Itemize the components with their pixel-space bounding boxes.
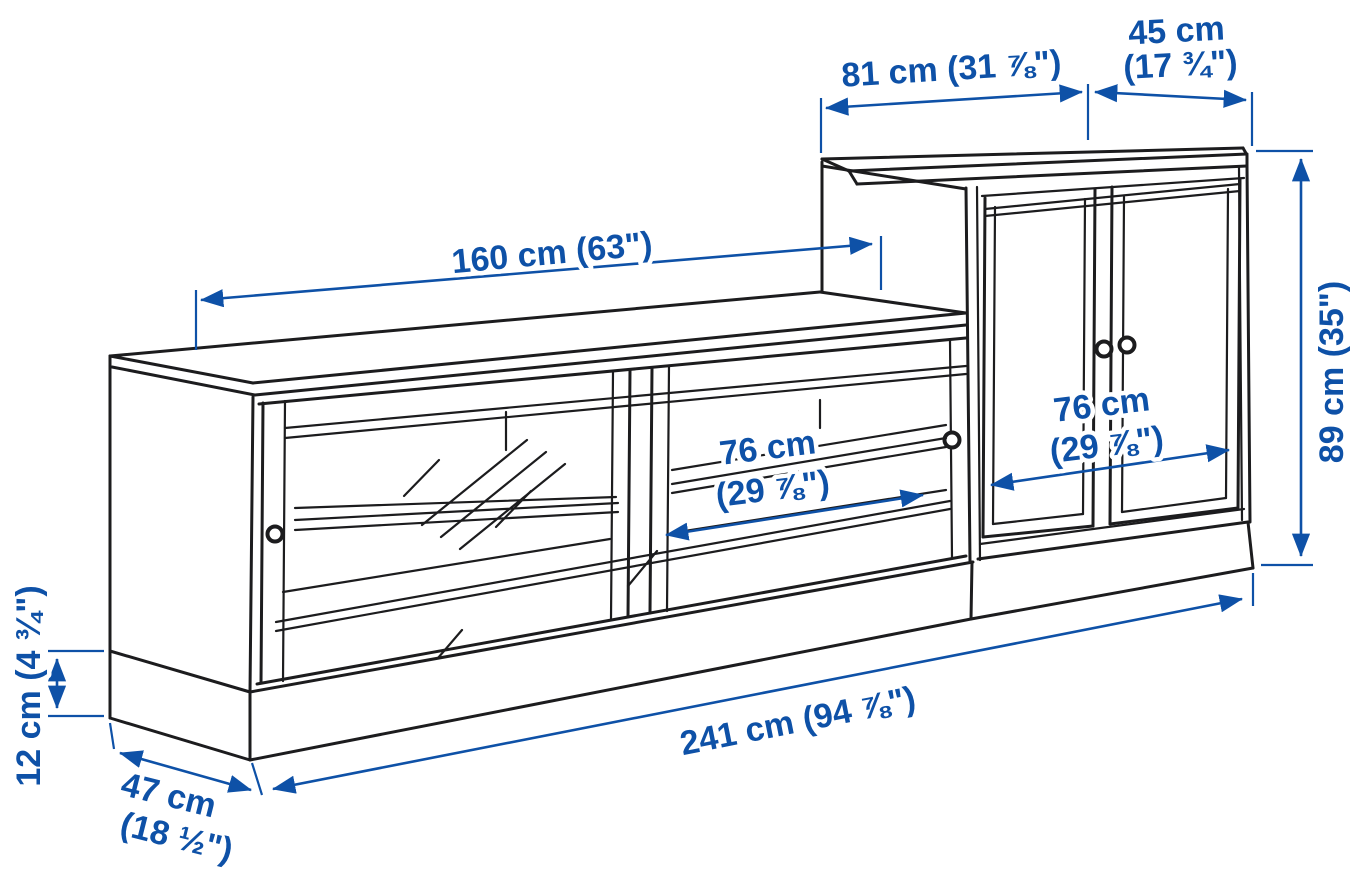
bench-left-door-knob <box>265 524 285 544</box>
bench-right-door-knob <box>942 430 962 450</box>
dim-cabinet-height: 89 cm (35") <box>1256 149 1356 567</box>
cabinet-left-side-top-edge <box>820 164 968 191</box>
tall-cabinet <box>820 146 1255 570</box>
cabinet-doors <box>980 176 1246 539</box>
bench-top <box>108 290 968 397</box>
cabinet-left-door-knob <box>1094 339 1114 359</box>
bench-left-side-panel <box>108 365 255 694</box>
cabinet-depth-label-line2: (17 ¾") <box>1122 43 1238 87</box>
tv-bench <box>108 290 975 694</box>
dim-plinth-height: 12 cm (4 ¾") <box>6 581 104 791</box>
cabinet-bottom-band <box>978 507 1246 546</box>
cabinet-width-label: 81 cm (31 ⅞") <box>840 43 1062 94</box>
cabinet-top <box>820 146 1249 186</box>
cabinet-right-door-knob <box>1117 335 1137 355</box>
cabinet-right-edge-outer <box>1245 164 1252 524</box>
dim-cabinet-depth: 45 cm (17 ¾") <box>1093 5 1254 146</box>
cabinet-plinth-right-edge <box>1246 520 1255 570</box>
bench-width-label: 160 cm (63") <box>450 225 654 281</box>
plinth-height-label: 12 cm (4 ¾") <box>10 585 48 786</box>
dim-cabinet-width: 81 cm (31 ⅞") <box>819 39 1090 153</box>
bench-sliding-doors <box>255 336 968 686</box>
cabinet-depth-label-line1: 45 cm <box>1127 10 1225 53</box>
cabinet-front-left-post-outer <box>964 186 972 563</box>
cabinet-front-left-post-inner <box>975 185 982 562</box>
dim-bench-depth: 47 cm (18 ½") <box>108 722 264 874</box>
cabinet-bottom-edge <box>976 520 1250 561</box>
total-width-label: 241 cm (94 ⅞") <box>677 679 919 763</box>
cabinet-height-label: 89 cm (35") <box>1313 281 1351 463</box>
